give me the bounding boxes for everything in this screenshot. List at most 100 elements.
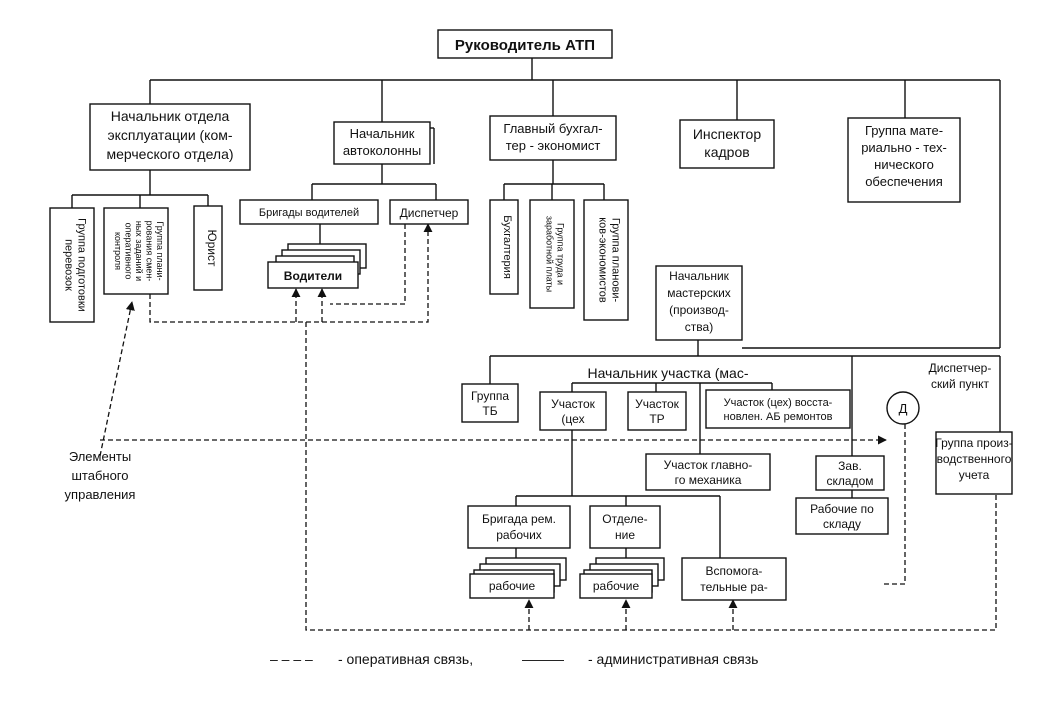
workers1-label: рабочие (489, 579, 536, 593)
drivers-label: Водители (284, 269, 342, 283)
workshop-head-label: Начальник мастерских (производ-ства) (667, 269, 731, 334)
shop-label: Участок(цех (551, 397, 596, 426)
label-line: Рабочие по (810, 502, 874, 516)
label-line: рования смен- (145, 221, 155, 282)
label-line: ский пункт (931, 377, 990, 391)
auxiliary-label: Вспомога-тельные ра- (700, 564, 768, 594)
label-line: рабочие (593, 579, 640, 593)
label-line: мастерских (667, 286, 731, 300)
label-line: Группа подготовки (76, 218, 88, 312)
legend-dashed-label: - оперативная связь, (338, 651, 473, 667)
label-line: Бригада рем. (482, 512, 556, 526)
label-line: Начальник отдела (111, 108, 230, 124)
label-line: Участок главно- (664, 458, 753, 472)
label-line: Группа мате- (865, 123, 943, 138)
legend-solid-label: - административная связь (588, 651, 758, 667)
label-line: Начальник (350, 126, 415, 141)
label-line: автоколонны (343, 143, 421, 158)
repair-brigade-label: Бригада рем. рабочих (482, 512, 556, 542)
transport-prep-label: Группа подготовкиперевозок (63, 218, 88, 312)
label-line: ства) (685, 320, 713, 334)
unit-labels: Руководитель АТП Начальник отдела эксплуа… (63, 37, 1013, 594)
label-line: управления (65, 487, 136, 502)
legend-solid-sample: ——— (522, 651, 564, 667)
label-line: тельные ра- (700, 580, 768, 594)
label-line: контроля (113, 232, 123, 270)
label-line: Начальник (669, 269, 730, 283)
shift-planning-label: Группа плани-рования смен-ных заданий ио… (113, 221, 165, 282)
label-line: нического (874, 157, 934, 172)
label-line: мерческого отдела) (106, 146, 233, 162)
workers2-label: рабочие (593, 579, 640, 593)
label-line: Группа плани- (155, 221, 165, 280)
label-line: ков-экономистов (597, 217, 609, 303)
lawyer-label: Юрист (205, 230, 219, 268)
label-line: учета (959, 468, 990, 482)
planners-label: Группа планови-ков-экономистов (597, 217, 622, 303)
ops-head-label: Начальник отдела эксплуатации (ком-мерчес… (106, 108, 233, 162)
label-line: Участок (635, 397, 680, 411)
org-units (49, 29, 1013, 601)
label-line: перевозок (63, 239, 75, 291)
label-line: Д (899, 401, 908, 416)
administrative-links (71, 58, 1001, 564)
mechanic-label: Участок главно-го механика (664, 458, 753, 487)
label-line: Группа произ- (935, 436, 1012, 450)
label-line: Инспектор (693, 126, 761, 142)
column-head-label: Начальник автоколонны (343, 126, 421, 158)
label-line: Главный бухгал- (503, 121, 602, 136)
label-line: Бухгалтерия (501, 215, 513, 279)
label-line: Группа планови- (610, 218, 622, 303)
battery-label: Участок (цех) восста-новлен. АБ ремонтов (724, 397, 833, 423)
label-line: Участок (цех) восста- (724, 397, 833, 409)
label-line: (производ- (669, 303, 729, 317)
label-line: рабочих (496, 528, 542, 542)
label-line: складом (827, 474, 874, 488)
staff-elements-label: Элементы штабного управления (65, 449, 136, 502)
label-line: эксплуатации (ком- (107, 127, 232, 143)
department-label: Отделе-ние (602, 512, 647, 542)
dispatcher-label: Диспетчер (400, 206, 459, 220)
label-line: тер - экономист (506, 138, 601, 153)
label-line: Диспетчер- (929, 361, 992, 375)
label-line: ТБ (482, 404, 497, 418)
label-line: штабного (71, 468, 128, 483)
label-line: Элементы (69, 449, 131, 464)
operational-links (99, 223, 997, 631)
label-line: рабочие (489, 579, 536, 593)
label-line: Участок (551, 397, 596, 411)
label-line: кадров (704, 144, 749, 160)
label-line: ных заданий и (134, 221, 144, 281)
driver-brigades-label: Бригады водителей (259, 207, 359, 219)
label-line: риально - тех- (861, 140, 947, 155)
label-line: новлен. АБ ремонтов (724, 411, 833, 423)
accountant-label: Главный бухгал-тер - экономист (503, 121, 602, 153)
label-line: складу (823, 517, 861, 531)
label-line: Руководитель АТП (455, 37, 595, 54)
section-head-label: Начальник участка (мас- (587, 365, 748, 381)
bookkeeping-label: Бухгалтерия (501, 215, 513, 279)
d-label: Д (899, 401, 908, 416)
label-line: ние (615, 528, 635, 542)
label-line: Бригады водителей (259, 207, 359, 219)
label-line: Водители (284, 269, 342, 283)
label-line: заработной платы (545, 216, 555, 292)
label-line: (цех (561, 412, 584, 426)
legend: – – – – - оперативная связь, ——— - админ… (270, 651, 758, 667)
label-line: Вспомога- (706, 564, 763, 578)
label-line: ТР (649, 412, 664, 426)
label-line: оперативного (124, 223, 134, 280)
label-line: Группа (471, 389, 509, 403)
label-line: Группа труда и (556, 223, 566, 285)
director-label: Руководитель АТП (455, 37, 595, 54)
legend-dashed-sample: – – – – (270, 651, 313, 667)
label-line: Зав. (838, 459, 862, 473)
warehouse-head-label: Зав.складом (827, 459, 874, 488)
label-line: го механика (675, 473, 742, 487)
